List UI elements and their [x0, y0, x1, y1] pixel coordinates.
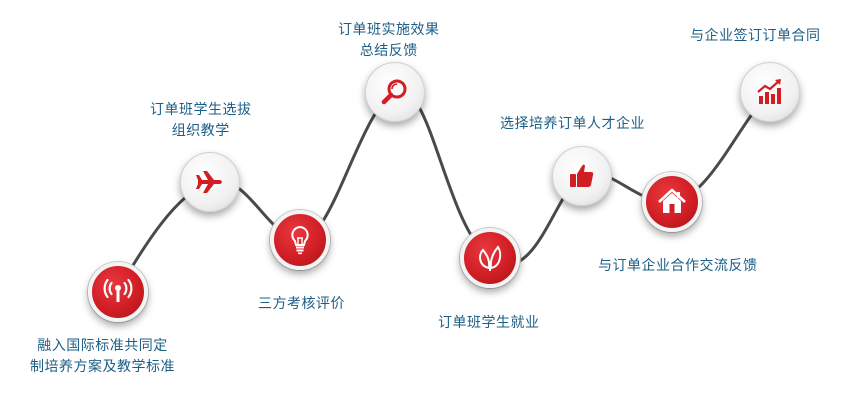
step-label-1-line-2: 制培养方案及教学标准 — [30, 359, 175, 375]
step-node-1 — [88, 262, 148, 322]
step-node-8 — [740, 62, 800, 122]
step-label-8: 与企业签订订单合同 — [690, 26, 821, 47]
lightbulb-icon — [291, 225, 309, 255]
step-label-2-line-2: 组织教学 — [171, 123, 230, 139]
step-label-8-line-1: 与企业签订订单合同 — [690, 28, 821, 44]
leaf-icon — [479, 245, 502, 271]
step-label-7: 与订单企业合作交流反馈 — [598, 256, 758, 277]
step-label-4-line-1: 订单班实施效果 — [338, 22, 440, 38]
step-label-4: 订单班实施效果 总结反馈 — [338, 20, 440, 62]
step-label-2: 订单班学生选拔 组织教学 — [150, 100, 252, 142]
broadcast-icon — [103, 278, 133, 302]
step-node-6 — [552, 146, 612, 206]
step-label-2-line-1: 订单班学生选拔 — [150, 102, 252, 118]
step-label-5-line-1: 订单班学生就业 — [438, 315, 540, 331]
step-label-5: 订单班学生就业 — [438, 313, 540, 334]
step-label-3: 三方考核评价 — [258, 294, 345, 315]
growth-chart-icon — [757, 79, 781, 104]
step-label-3-line-1: 三方考核评价 — [258, 296, 345, 312]
step-label-1: 融入国际标准共同定 制培养方案及教学标准 — [30, 336, 175, 378]
step-node-2 — [180, 152, 240, 212]
airplane-icon — [196, 171, 222, 193]
step-label-6-line-1: 选择培养订单人才企业 — [500, 116, 645, 132]
thumbs-up-icon — [570, 164, 594, 187]
step-node-5 — [460, 228, 520, 288]
step-label-7-line-1: 与订单企业合作交流反馈 — [598, 258, 758, 274]
magnifier-icon — [381, 79, 407, 105]
step-label-6: 选择培养订单人才企业 — [500, 114, 645, 135]
step-node-7 — [642, 172, 702, 232]
home-icon — [658, 188, 686, 213]
step-node-3 — [270, 210, 330, 270]
step-label-4-line-2: 总结反馈 — [359, 43, 418, 59]
step-label-1-line-1: 融入国际标准共同定 — [37, 338, 168, 354]
step-node-4 — [365, 62, 425, 122]
